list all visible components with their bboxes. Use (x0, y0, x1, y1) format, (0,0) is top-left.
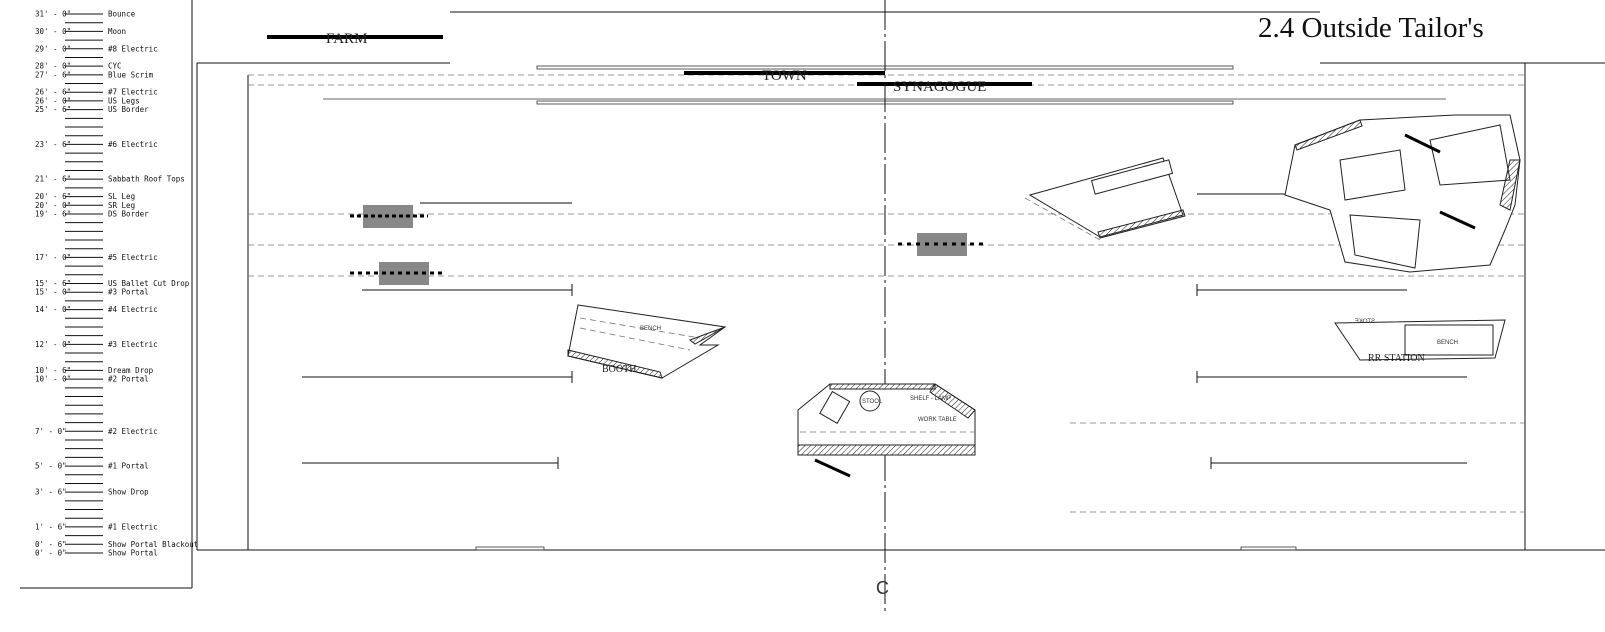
stool-label: STOOL (862, 399, 883, 405)
lineset-label: #6 Electric (108, 140, 158, 149)
lineset-dimension: 20' - 6" (35, 192, 71, 201)
lineset-dimension: 30' - 0" (35, 27, 71, 36)
set-piece-tailor-shop: STOOL SHELF - LAMP WORK TABLE (797, 383, 976, 478)
lineset-dimension: 7' - 0" (35, 427, 67, 436)
lineset-label: Show Portal Blackout (108, 540, 198, 549)
farm-bar (267, 35, 443, 39)
lineset-dimension: 23' - 6" (35, 140, 71, 149)
lineset-dimension: 26' - 0" (35, 96, 71, 105)
lineset-dimension: 15' - 6" (35, 279, 71, 288)
lighting-markers (350, 205, 985, 285)
bench-label: BENCH (1437, 340, 1458, 346)
town-label: TOWN (762, 68, 807, 84)
lineset-label: Bounce (108, 10, 136, 19)
lineset-label: Moon (108, 27, 126, 36)
rr-station-label: RR STATION (1368, 353, 1425, 364)
set-piece-shop (1024, 157, 1186, 241)
lineset-label: SL Leg (108, 192, 135, 201)
lineset-dimension: 14' - 0" (35, 305, 71, 314)
lineset-label: Show Drop (108, 488, 149, 497)
lineset-label: US Legs (108, 96, 140, 105)
lineset-dimension: 5' - 0" (35, 462, 67, 471)
lineset-label: #5 Electric (108, 253, 158, 262)
lineset-dimension: 17' - 0" (35, 253, 71, 262)
lineset-dimension: 28' - 0" (35, 62, 71, 71)
lineset-label: #4 Electric (108, 305, 158, 314)
booth-label: BOOTH (602, 364, 636, 375)
town-bar (684, 71, 885, 75)
stage-frame (196, 0, 1605, 615)
set-piece-rr-station: STOKE BENCH RR STATION (1334, 319, 1506, 364)
lineset-dimension: 3' - 6" (35, 488, 67, 497)
synagogue-bar (857, 82, 1032, 86)
bench-label: BENCH (640, 326, 661, 332)
lineset-label: Show Portal (108, 549, 158, 558)
lineset-label: Sabbath Roof Tops (108, 175, 185, 184)
scene-title: 2.4 Outside Tailor's (1258, 12, 1484, 44)
lineset-dimension: 0' - 0" (35, 549, 67, 558)
set-piece-building (1284, 114, 1521, 273)
lineset-label: #2 Electric (108, 427, 158, 436)
lineset-dimension: 26' - 6" (35, 88, 71, 97)
set-piece-booth: BENCH BOOTH (567, 304, 727, 379)
lineset-label: Dream Drop (108, 366, 154, 375)
lineset-dimension: 0' - 6" (35, 540, 67, 549)
lineset-label: #1 Electric (108, 522, 158, 531)
lineset-dimension: 21' - 6" (35, 175, 71, 184)
lineset-dimension: 10' - 0" (35, 375, 71, 384)
lineset-dimension: 29' - 0" (35, 44, 71, 53)
lineset-dimension: 12' - 0" (35, 340, 71, 349)
lineset-label: SR Leg (108, 201, 135, 210)
lineset-legend: 31' - 0" Bounce 30' - 0" Moon 29' - 0" #8 Ele… (35, 10, 198, 558)
lineset-label: #1 Portal (108, 462, 149, 471)
lineset-label: #8 Electric (108, 44, 158, 53)
lineset-label: Blue Scrim (108, 70, 154, 79)
lineset-dimension: 25' - 6" (35, 105, 71, 114)
lineset-dimension: 10' - 6" (35, 366, 71, 375)
lineset-label: CYC (108, 62, 122, 71)
farm-label: FARM (326, 31, 367, 47)
lineset-label: #7 Electric (108, 88, 158, 97)
lineset-dimension: 15' - 0" (35, 288, 71, 297)
stoke-label: STOKE (1355, 319, 1375, 325)
lineset-label: US Border (108, 105, 149, 114)
lineset-label: DS Border (108, 209, 149, 218)
lineset-label: #2 Portal (108, 375, 149, 384)
lineset-dimension: 27' - 6" (35, 70, 71, 79)
shelf-lamp-label: SHELF - LAMP (910, 396, 951, 402)
lineset-label: #3 Portal (108, 288, 149, 297)
synagogue-label: SYNAGOGUE (893, 79, 986, 95)
lineset-dimension: 20' - 0" (35, 201, 71, 210)
lineset-dimension: 19' - 6" (35, 209, 71, 218)
work-table-label: WORK TABLE (918, 417, 957, 423)
lineset-dimension: 31' - 0" (35, 10, 71, 19)
lineset-dimension: 1' - 6" (35, 522, 67, 531)
lineset-label: #3 Electric (108, 340, 158, 349)
lineset-label: US Ballet Cut Drop (108, 279, 190, 288)
centerline-label: C (876, 578, 889, 598)
